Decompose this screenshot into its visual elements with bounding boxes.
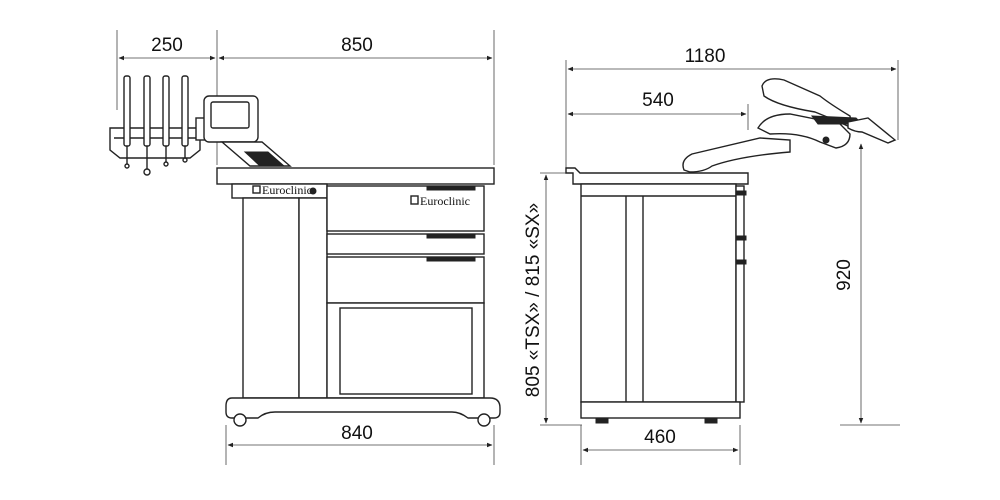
side-cabinet bbox=[580, 183, 747, 424]
drawer-stack: Euroclinic bbox=[326, 185, 485, 399]
drawer-handle-2 bbox=[736, 235, 747, 241]
front-tabletop bbox=[216, 167, 495, 185]
front-caster-right bbox=[477, 413, 491, 427]
side-view: 1180 540 805 «TSX» / 815 «SX» 920 bbox=[523, 46, 900, 465]
front-panel-logo: Euroclinic bbox=[262, 183, 312, 197]
dim-front-top-width: 850 bbox=[218, 30, 495, 165]
side-tabletop bbox=[565, 167, 749, 185]
drawer-handle-3 bbox=[736, 259, 747, 265]
dim-label-850: 850 bbox=[341, 35, 373, 56]
dim-label-460: 460 bbox=[644, 427, 676, 448]
side-arm bbox=[682, 78, 897, 173]
dim-side-total-width: 1180 bbox=[565, 46, 899, 170]
handpiece-3 bbox=[162, 75, 170, 167]
front-left-column: Euroclinic bbox=[231, 183, 328, 399]
dim-label-250: 250 bbox=[151, 35, 183, 56]
dim-label-1180: 1180 bbox=[685, 46, 726, 67]
drawer-handle-1 bbox=[736, 190, 747, 196]
dim-label-920: 920 bbox=[834, 259, 855, 291]
drawer-logo: Euroclinic bbox=[420, 194, 470, 208]
instrument-tray bbox=[109, 75, 209, 176]
key-lock-icon bbox=[309, 187, 317, 195]
front-view: 250 850 bbox=[109, 30, 501, 465]
front-base bbox=[225, 397, 501, 427]
dim-front-base-width: 840 bbox=[225, 423, 495, 465]
dim-side-height-overall: 920 bbox=[834, 143, 900, 426]
cabinet-door bbox=[326, 302, 485, 399]
handpiece-2 bbox=[143, 75, 151, 176]
dim-side-height-variants: 805 «TSX» / 815 «SX» bbox=[523, 172, 582, 426]
dim-side-base-depth: 460 bbox=[580, 425, 741, 465]
drawer-middle bbox=[326, 233, 485, 255]
dim-label-805-815: 805 «TSX» / 815 «SX» bbox=[523, 203, 544, 397]
front-caster-left bbox=[233, 413, 247, 427]
handpiece-4 bbox=[181, 75, 189, 163]
drawer-top bbox=[326, 185, 485, 232]
handpiece-1 bbox=[123, 75, 131, 169]
dim-label-540: 540 bbox=[642, 90, 674, 111]
control-display bbox=[203, 95, 292, 167]
dim-side-arm-width: 540 bbox=[567, 90, 749, 130]
drawer-bottom bbox=[326, 256, 485, 304]
dim-label-840: 840 bbox=[341, 423, 373, 444]
